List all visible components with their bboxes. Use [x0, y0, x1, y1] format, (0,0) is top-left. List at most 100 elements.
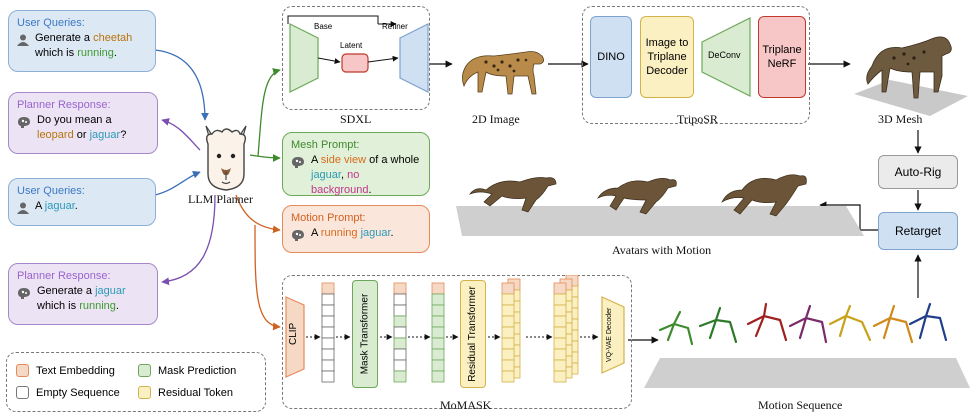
token-column-partial [393, 293, 407, 306]
image-triplane-decoder-block: Image to Triplane Decoder [640, 16, 694, 98]
sdxl-caption: SDXL [340, 112, 372, 126]
planner-response-title: Planner Response: [17, 99, 111, 111]
legend-mask-prediction: Mask Prediction [138, 364, 236, 377]
token-column-partial [393, 315, 407, 328]
planner-response-text: Generate a jaguar which is running. [37, 285, 126, 312]
user-query-text: Generate a cheetah which is running. [35, 32, 133, 59]
llm-planner-label: LLM Planner [188, 192, 253, 206]
mesh-prompt-box: Mesh Prompt: A side view of a whole jagu… [282, 132, 430, 196]
token-column-empty [321, 304, 335, 317]
user-query-box-1: User Queries: Generate a cheetah which i… [8, 10, 156, 72]
user-query-box-2: User Queries: A jaguar. [8, 178, 156, 226]
token-column-residual-1 [501, 370, 515, 383]
token-column-residual-2 [553, 282, 567, 295]
token-column-empty [321, 337, 335, 350]
sdxl-diagram [287, 15, 429, 93]
swatch-icon [16, 386, 29, 399]
token-column-partial [393, 282, 407, 295]
user-icon [17, 34, 29, 46]
sdxl-latent-label: Latent [340, 41, 363, 50]
token-column-residual-1 [501, 359, 515, 372]
token-column-full [431, 326, 445, 339]
brain-icon [18, 117, 30, 128]
jaguar-2d-image [462, 51, 544, 95]
jaguar-3d-mesh [854, 36, 968, 116]
brain-icon [292, 230, 304, 241]
brain-icon [292, 157, 304, 168]
auto-rig-button: Auto-Rig [878, 155, 958, 189]
token-column-partial [393, 304, 407, 317]
token-column-full [431, 359, 445, 372]
user-query-title: User Queries: [17, 17, 85, 29]
momask-diagram [285, 275, 599, 383]
token-column-full [431, 337, 445, 350]
avatars-with-motion-scene [456, 174, 864, 236]
motion-prompt-title: Motion Prompt: [291, 212, 366, 224]
token-column-partial [393, 337, 407, 350]
token-column-residual-1 [501, 337, 515, 350]
token-column-residual-1 [501, 326, 515, 339]
token-column-empty [321, 348, 335, 361]
motion-prompt-box: Motion Prompt: A running jaguar. [282, 205, 430, 253]
token-column-partial [393, 370, 407, 383]
token-column-residual-1 [501, 282, 515, 295]
token-column-residual-2 [553, 359, 567, 372]
planner-response-box-1: Planner Response: Do you mean a leopard … [8, 92, 158, 154]
token-column-partial [393, 326, 407, 339]
momask-caption: MoMASK [440, 398, 492, 412]
swatch-icon [138, 364, 151, 377]
triposr-module [582, 6, 810, 124]
token-column-residual-1 [501, 293, 515, 306]
swatch-icon [138, 386, 151, 399]
mesh-3d-caption: 3D Mesh [878, 112, 923, 126]
triplane-nerf-block: Triplane NeRF [758, 16, 806, 98]
token-column-empty [321, 359, 335, 372]
sdxl-module [282, 6, 430, 110]
legend-residual-token: Residual Token [138, 386, 233, 399]
dino-block: DINO [590, 16, 632, 98]
token-column-residual-2 [553, 315, 567, 328]
legend [6, 352, 266, 412]
token-column-residual-1 [501, 315, 515, 328]
mesh-prompt-title: Mesh Prompt: [291, 139, 360, 151]
motion-sequence-caption: Motion Sequence [758, 398, 843, 412]
momask-module [282, 275, 632, 409]
image-2d-caption: 2D Image [472, 112, 520, 126]
user-query-text: A jaguar. [35, 200, 78, 212]
token-column-full [431, 282, 445, 295]
avatars-caption: Avatars with Motion [612, 243, 712, 257]
token-column-empty [321, 326, 335, 339]
user-query-title: User Queries: [17, 185, 85, 197]
clip-label: CLIP [288, 322, 299, 345]
token-column-empty [321, 282, 335, 295]
retarget-button: Retarget [878, 212, 958, 250]
sdxl-base-label: Base [314, 22, 333, 31]
planner-response-title: Planner Response: [17, 270, 111, 282]
token-column-empty [321, 370, 335, 383]
token-column-full [431, 293, 445, 306]
token-column-residual-2 [553, 326, 567, 339]
legend-text-embedding: Text Embedding [16, 364, 115, 377]
motion-sequence-scene [644, 302, 970, 388]
mesh-prompt-text: A side view of a whole jaguar, no backgr… [311, 154, 420, 196]
deconv-block [701, 17, 751, 97]
token-column-residual-1 [501, 304, 515, 317]
planner-response-box-2: Planner Response: Generate a jaguar whic… [8, 263, 158, 325]
token-column-residual-2 [553, 337, 567, 350]
token-column-full [431, 315, 445, 328]
token-column-residual-2 [553, 348, 567, 361]
residual-transformer-block: Residual Transformer [460, 280, 486, 388]
llama-icon [205, 125, 247, 191]
sdxl-refiner-label: Refiner [382, 22, 408, 31]
token-column-full [431, 304, 445, 317]
deconv-label: DeConv [708, 50, 741, 60]
user-icon [17, 202, 29, 214]
token-column-empty [321, 293, 335, 306]
token-column-empty [321, 315, 335, 328]
token-column-partial [393, 359, 407, 372]
planner-response-text: Do you mean a leopard or jaguar? [37, 114, 127, 141]
mask-transformer-block: Mask Transformer [352, 280, 378, 388]
token-column-residual-2 [553, 370, 567, 383]
vqvae-label: VQ-VAE Decoder [606, 307, 613, 362]
